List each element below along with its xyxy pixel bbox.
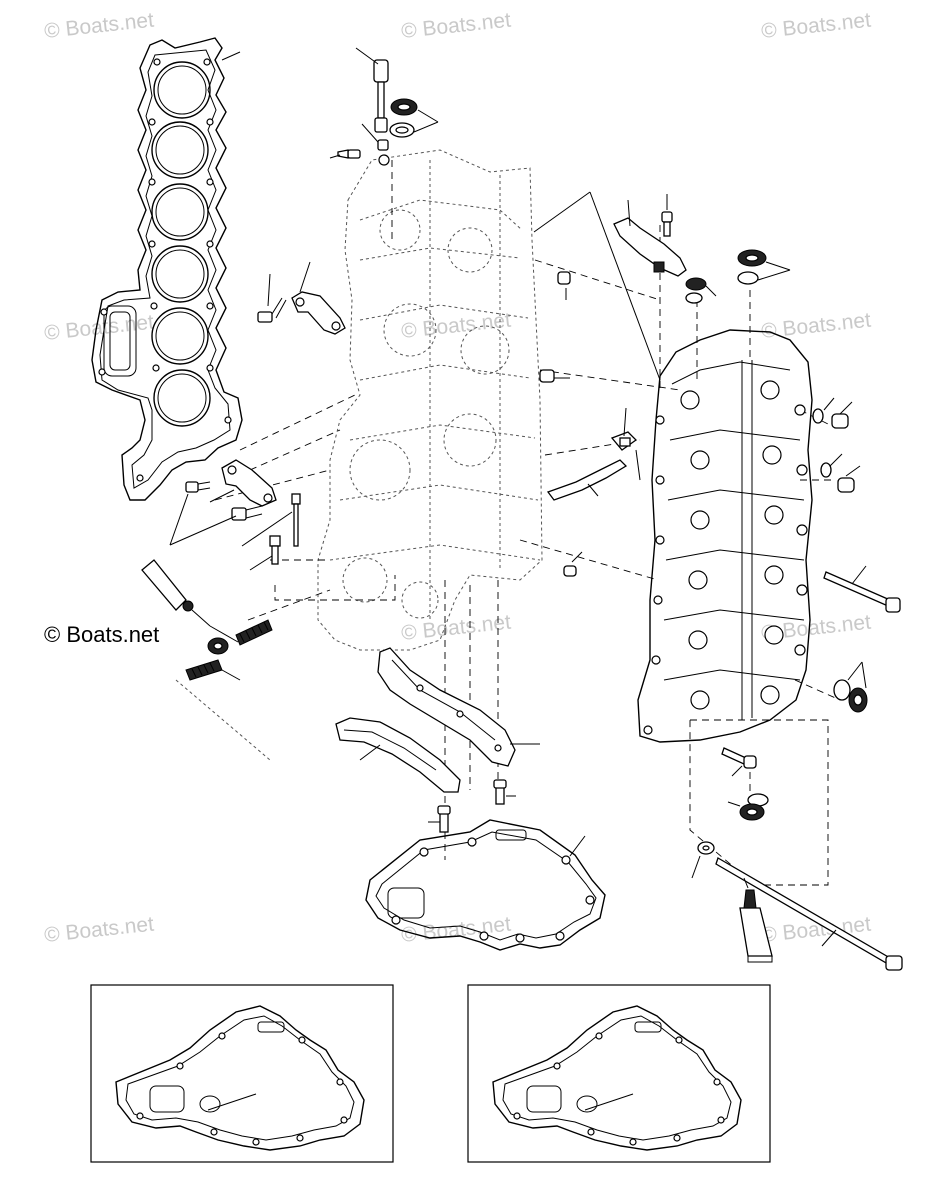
cylinder-bore-inner	[157, 373, 207, 423]
cylinder-bore-inner	[155, 249, 205, 299]
temp-sensor[interactable]	[610, 407, 638, 451]
banjo-bolt[interactable]	[361, 123, 390, 166]
bracket-lower[interactable]	[209, 459, 277, 507]
dowel-pin-2[interactable]	[539, 369, 570, 383]
seal-bottom-center[interactable]	[727, 793, 769, 821]
cylinder-bore	[151, 307, 209, 365]
cam-sensor[interactable]	[613, 199, 687, 277]
watermark: © Boats.net	[400, 309, 512, 343]
guide-bolts[interactable]	[428, 779, 516, 833]
assembly-lines	[214, 160, 841, 886]
grommet-pair-center[interactable]	[685, 277, 717, 304]
stud-upper[interactable]	[209, 619, 273, 646]
chain-guide-tensioner[interactable]	[377, 647, 540, 767]
long-head-bolt[interactable]	[715, 857, 903, 971]
nut[interactable]	[207, 637, 229, 655]
cylinder-bore	[153, 369, 211, 427]
leader-line	[589, 191, 661, 381]
cylinder-block-ghost	[317, 149, 543, 651]
cylinder-bore-inner	[157, 65, 207, 115]
bolt-upper[interactable]	[257, 273, 287, 323]
bolt-head-lower[interactable]	[721, 747, 757, 777]
watermark: © Boats.net	[400, 611, 512, 645]
sensor-bolt[interactable]	[661, 194, 673, 237]
o-rings-right[interactable]	[812, 397, 861, 493]
cylinder-bore-inner	[155, 311, 205, 361]
cylinder-bore	[153, 61, 211, 119]
leader-line	[533, 191, 591, 233]
dowel-pin[interactable]	[557, 271, 571, 300]
chain-guide-fixed[interactable]	[335, 717, 461, 793]
copyright-label: © Boats.net	[44, 622, 159, 647]
seal-washer-pair[interactable]	[389, 98, 439, 138]
fitting[interactable]	[329, 149, 361, 159]
sealant-tube-left[interactable]	[141, 559, 211, 627]
bolt-small[interactable]	[249, 535, 281, 571]
cylinder-bore-inner	[155, 187, 205, 237]
head-bolt-right[interactable]	[823, 565, 901, 613]
sealant-tube-right[interactable]	[739, 877, 773, 963]
small-nut[interactable]	[563, 551, 583, 577]
bracket-upper[interactable]	[291, 261, 346, 335]
cylinder-bore-inner	[155, 125, 205, 175]
cylinder-bore	[151, 245, 209, 303]
leader-line	[169, 515, 237, 546]
watermark: © Boats.net	[43, 913, 155, 947]
washer[interactable]	[691, 841, 715, 879]
bolt-left[interactable]	[185, 481, 211, 493]
seal-lower-right[interactable]	[833, 661, 868, 713]
lower-gasket[interactable]	[365, 819, 606, 951]
cylinder-bore	[151, 183, 209, 241]
stud-ghost	[175, 679, 271, 761]
leader-line	[221, 51, 241, 61]
leader-line	[169, 493, 189, 546]
temp-sensor-connector[interactable]	[546, 449, 641, 501]
watermark: © Boats.net	[43, 9, 155, 43]
bolt-mid[interactable]	[231, 505, 263, 521]
watermark: © Boats.net	[400, 9, 512, 43]
watermark: © Boats.net	[760, 309, 872, 343]
stud-lower[interactable]	[185, 659, 241, 681]
cylinder-bore	[151, 121, 209, 179]
cylinder-head[interactable]	[637, 329, 813, 743]
inset-box-left	[90, 984, 394, 1163]
grommet-pair-right[interactable]	[737, 249, 791, 285]
inset-box-right	[467, 984, 771, 1163]
long-bolt[interactable]	[241, 493, 301, 547]
watermark: © Boats.net	[760, 9, 872, 43]
head-gasket[interactable]	[91, 37, 243, 501]
oil-pressure-sensor[interactable]	[355, 47, 389, 133]
